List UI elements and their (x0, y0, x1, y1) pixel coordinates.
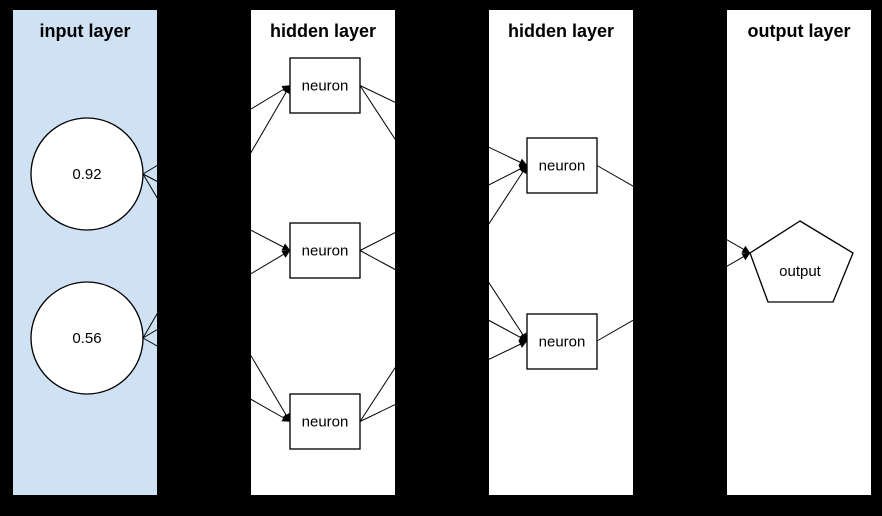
panel-title-output: output layer (747, 21, 850, 41)
hidden2-neuron-2-label: neuron (539, 334, 586, 351)
panel-title-input: input layer (39, 21, 130, 41)
output-node-label: output (779, 263, 822, 280)
input-node-1-label: 0.92 (72, 166, 101, 183)
hidden1-neuron-2-label: neuron (302, 243, 349, 260)
hidden1-neuron-2-box (289, 222, 361, 279)
hidden2-neuron-2-box (526, 313, 598, 370)
input-node-2-label: 0.56 (72, 330, 101, 347)
panel-hidden-layer-2 (489, 10, 633, 495)
panel-title-hidden-1: hidden layer (270, 21, 376, 41)
panel-title-hidden-2: hidden layer (508, 21, 614, 41)
hidden1-neuron-3-label: neuron (302, 414, 349, 431)
connections-group (142, 85, 751, 422)
hidden1-neuron-1-label: neuron (302, 78, 349, 95)
hidden1-neuron-1-box (289, 57, 361, 114)
hidden1-neuron-3-box (289, 393, 361, 450)
hidden2-neuron-1-label: neuron (539, 158, 586, 175)
output-node-pentagon (749, 220, 854, 303)
panel-input-layer (13, 10, 157, 495)
hidden2-neuron-1-box (526, 137, 598, 194)
